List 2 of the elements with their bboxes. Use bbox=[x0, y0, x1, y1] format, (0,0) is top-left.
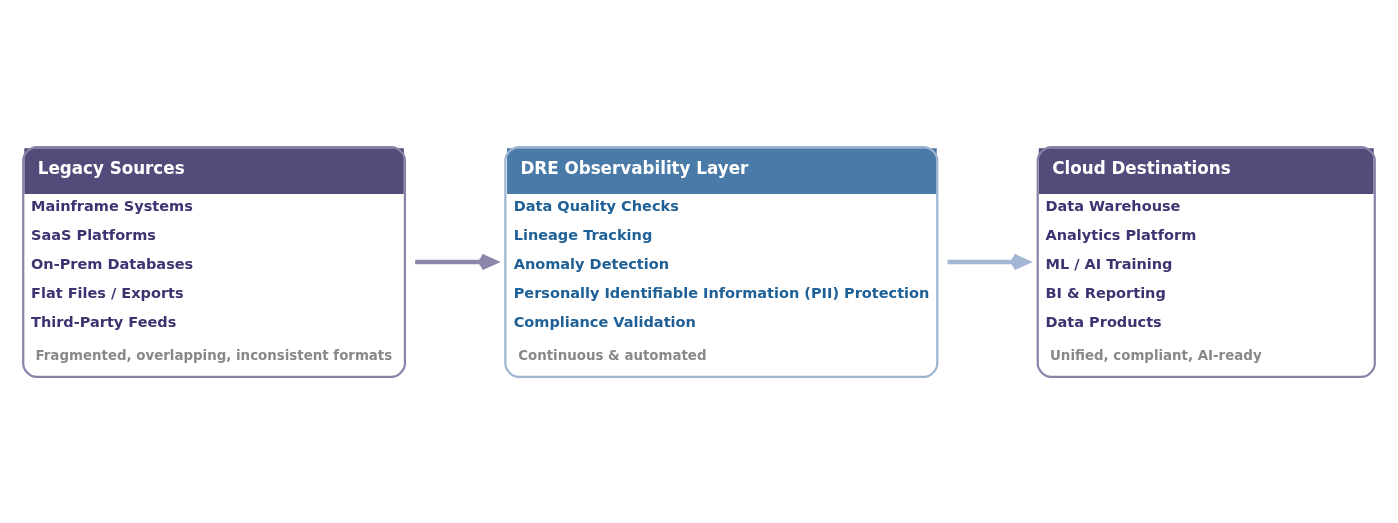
arrow bbox=[947, 253, 1030, 270]
arrow bbox=[415, 253, 498, 270]
